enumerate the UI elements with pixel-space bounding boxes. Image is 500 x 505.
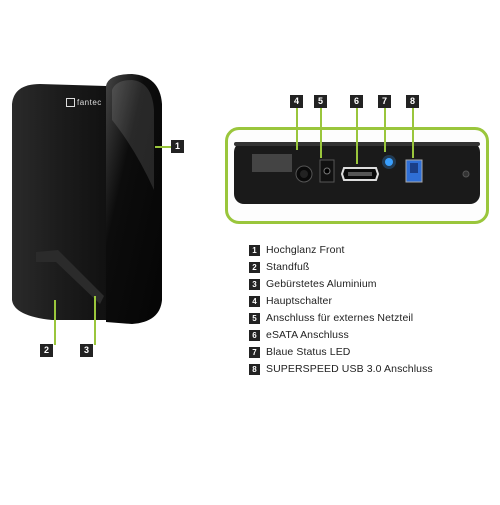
callout-1-leader xyxy=(155,146,173,148)
legend-label: Hauptschalter xyxy=(266,295,333,307)
brand-logo: fantec xyxy=(66,98,102,107)
callout-7: 7 xyxy=(378,95,391,108)
callout-3-leader xyxy=(94,296,96,345)
fantec-logo-icon xyxy=(66,98,75,107)
legend-label: SUPERSPEED USB 3.0 Anschluss xyxy=(266,363,433,375)
legend-item: 6 eSATA Anschluss xyxy=(249,328,349,342)
callout-8: 8 xyxy=(406,95,419,108)
legend-label: Hochglanz Front xyxy=(266,244,345,256)
legend-number: 7 xyxy=(249,346,260,358)
legend-number: 1 xyxy=(249,244,260,256)
legend-number: 2 xyxy=(249,261,260,273)
callout-8-leader xyxy=(412,108,414,158)
brand-logo-text: fantec xyxy=(77,98,102,107)
callout-6: 6 xyxy=(350,95,363,108)
callout-5: 5 xyxy=(314,95,327,108)
legend-number: 8 xyxy=(249,363,260,375)
callout-4: 4 xyxy=(290,95,303,108)
callout-7-leader xyxy=(384,108,386,152)
legend-label: Standfuß xyxy=(266,261,310,273)
legend-item: 4 Hauptschalter xyxy=(249,294,332,308)
legend-item: 8 SUPERSPEED USB 3.0 Anschluss xyxy=(249,362,433,376)
legend-item: 1 Hochglanz Front xyxy=(249,243,345,257)
back-view-panel xyxy=(225,127,489,224)
callout-3: 3 xyxy=(80,344,93,357)
legend-label: eSATA Anschluss xyxy=(266,329,349,341)
legend-item: 7 Blaue Status LED xyxy=(249,345,350,359)
legend-number: 3 xyxy=(249,278,260,290)
product-front-view xyxy=(0,0,220,500)
callout-2-leader xyxy=(54,300,56,345)
legend-item: 3 Gebürstetes Aluminium xyxy=(249,277,377,291)
legend-item: 5 Anschluss für externes Netzteil xyxy=(249,311,413,325)
legend-number: 5 xyxy=(249,312,260,324)
drive-back-illustration xyxy=(234,142,480,204)
callout-6-leader xyxy=(356,108,358,164)
legend-label: Blaue Status LED xyxy=(266,346,351,358)
callout-1: 1 xyxy=(171,140,184,153)
callout-2: 2 xyxy=(40,344,53,357)
legend-label: Gebürstetes Aluminium xyxy=(266,278,377,290)
callout-5-leader xyxy=(320,108,322,158)
callout-4-leader xyxy=(296,108,298,150)
legend-number: 6 xyxy=(249,329,260,341)
drive-front-illustration xyxy=(12,74,162,324)
legend-number: 4 xyxy=(249,295,260,307)
legend-item: 2 Standfuß xyxy=(249,260,309,274)
legend-label: Anschluss für externes Netzteil xyxy=(266,312,414,324)
